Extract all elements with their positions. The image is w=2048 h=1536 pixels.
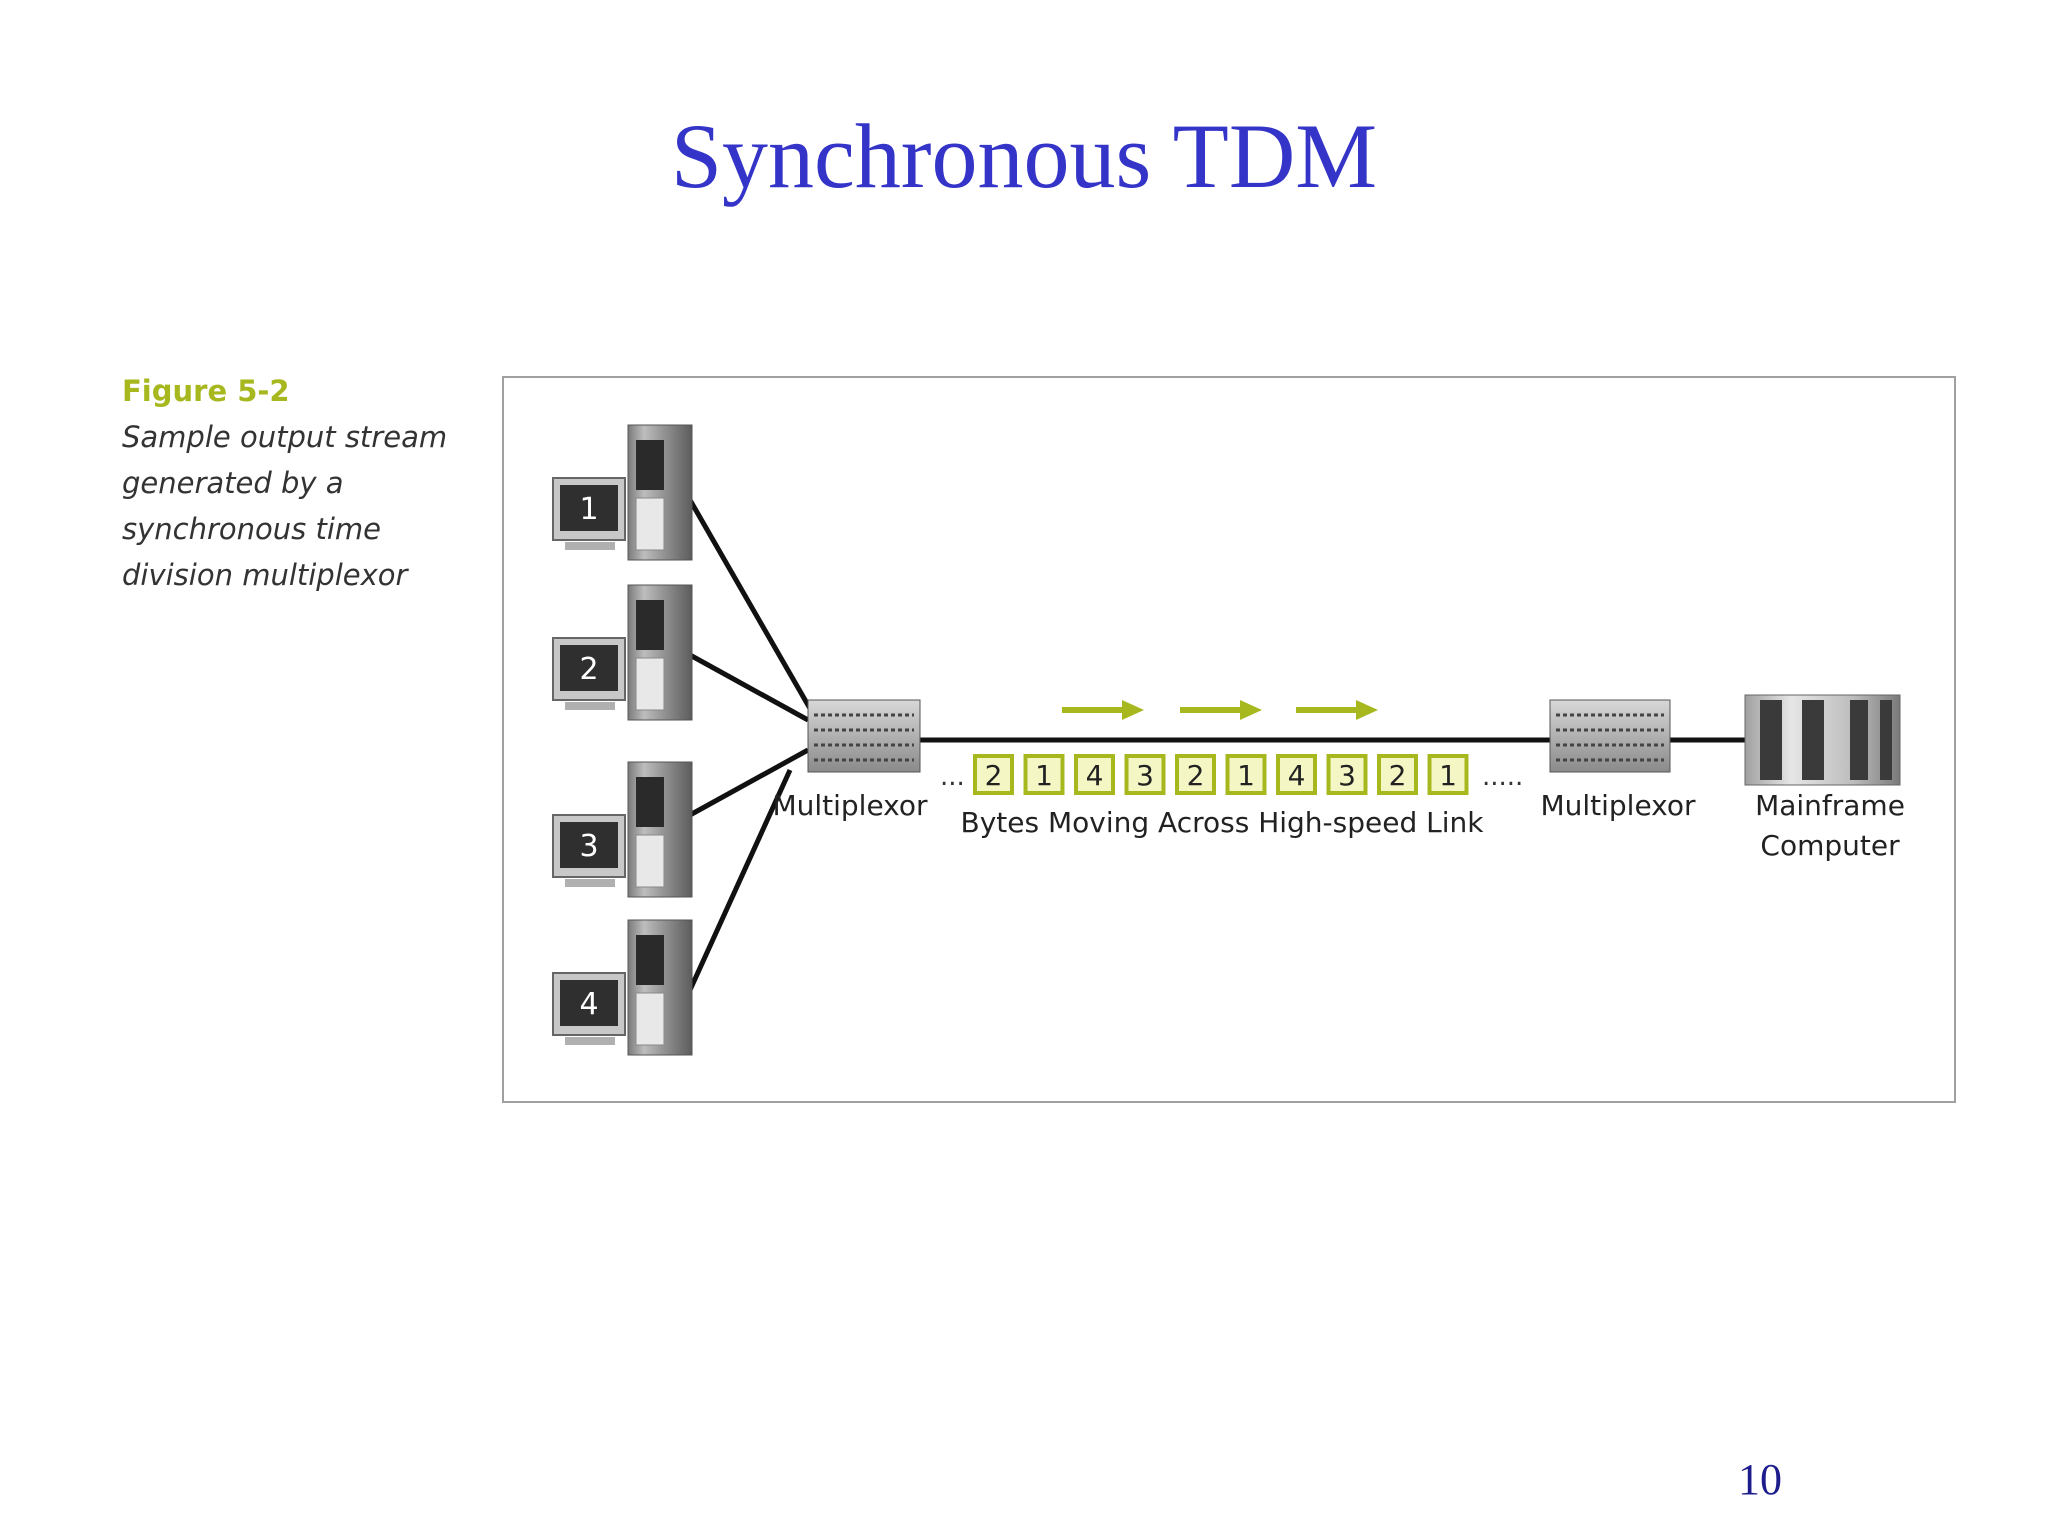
byte-label: 1 [1035,759,1053,792]
byte-box [1377,754,1418,795]
page-number: 10 [1738,1455,1782,1504]
monitor-screen [560,822,618,868]
tower-drive [636,935,664,985]
tower-drive [636,600,664,650]
terminal-1 [552,424,693,561]
monitor-screen [560,980,618,1026]
mainframe-icon [1744,694,1901,786]
link-label: Bytes Moving Across High-speed Link [961,806,1485,839]
terminal-label-3: 3 [579,829,598,864]
figure-caption: Figure 5-2 Sample output stream generate… [122,372,462,598]
byte-label: 4 [1086,759,1104,792]
byte-label: 2 [1187,759,1205,792]
mainframe-label-line2: Computer [1760,829,1900,862]
monitor-base [565,702,615,710]
byte-box [1276,754,1317,795]
stream-leading-dots: ... [940,762,965,792]
monitor-base [565,1037,615,1045]
stream-trailing-dots: ..... [1482,762,1523,792]
tower-drive [636,777,664,827]
tower-panel [635,497,665,551]
figure-description: Sample output stream generated by a sync… [122,420,448,592]
monitor-base [565,879,615,887]
tower-panel [635,657,665,711]
tower-drive [636,440,664,490]
right-multiplexor-label: Multiplexor [1540,789,1696,822]
link-terminal-3 [688,747,810,818]
direction-arrows [1062,700,1378,720]
terminal-label-2: 2 [579,652,598,687]
byte-label: 2 [1389,759,1407,792]
byte-box [1225,754,1267,795]
monitor-screen [560,485,618,531]
terminal-links [687,498,815,992]
left-multiplexor-label: Multiplexor [772,789,928,822]
monitor-base [565,542,615,550]
figure-label: Figure 5-2 [122,374,290,408]
byte-label: 4 [1288,759,1306,792]
terminal-3 [552,761,693,898]
tower-panel [635,834,665,888]
link-terminal-4 [687,768,793,992]
terminal-4 [552,919,693,1056]
byte-label: 2 [985,759,1003,792]
byte-box [1175,754,1216,795]
monitor-screen [560,645,618,691]
left-multiplexor-icon [807,699,921,773]
arrow-right-icon [1062,700,1144,720]
arrow-right-icon [1296,700,1378,720]
mainframe-label-line1: Mainframe [1755,789,1905,822]
byte-label: 1 [1237,759,1255,792]
arrow-right-icon [1180,700,1262,720]
byte-box [1326,754,1368,795]
byte-box [1074,754,1115,795]
byte-label: 1 [1439,759,1457,792]
terminal-label-4: 4 [579,987,598,1022]
slide-title: Synchronous TDM [670,105,1378,207]
byte-box [973,754,1014,795]
link-terminal-1 [687,498,815,714]
byte-box [1427,754,1469,795]
byte-box [1124,754,1166,795]
tower-panel [635,992,665,1046]
byte-box [1023,754,1065,795]
link-terminal-2 [688,652,810,723]
byte-label: 3 [1338,759,1356,792]
terminal-2 [552,584,693,721]
right-multiplexor-icon [1549,699,1671,773]
terminal-label-1: 1 [579,492,598,527]
byte-label: 3 [1136,759,1154,792]
